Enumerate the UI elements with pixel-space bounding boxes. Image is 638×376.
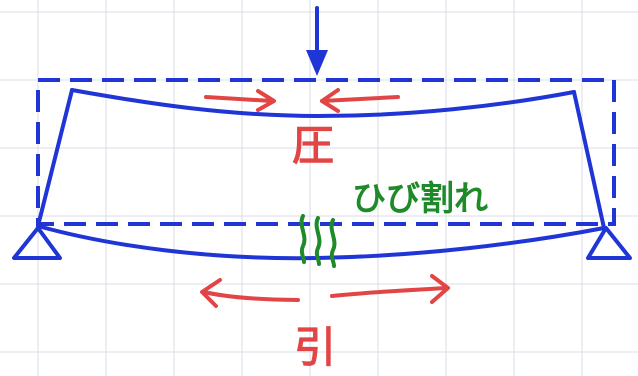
compression-arrows	[204, 88, 400, 113]
left-support-icon	[12, 226, 62, 260]
tension-arrow-right	[330, 286, 448, 298]
tension-label: 引	[294, 323, 336, 372]
deformed-beam-left-end	[36, 88, 74, 228]
load-arrow	[306, 6, 328, 76]
cracking-label: ひび割れ	[352, 179, 488, 219]
compression-arrow-right	[320, 95, 400, 103]
tension-arrow-left	[202, 290, 300, 302]
undeformed-beam-outline	[36, 78, 616, 226]
right-support-icon	[586, 226, 632, 260]
compression-label: 圧	[292, 121, 334, 170]
deformed-beam-right-end	[572, 90, 606, 230]
deformed-beam-top-edge	[70, 88, 576, 118]
compression-arrow-left	[204, 95, 274, 103]
crack-marks	[299, 214, 337, 268]
deformed-beam	[36, 88, 606, 261]
tension-arrows	[200, 274, 450, 308]
